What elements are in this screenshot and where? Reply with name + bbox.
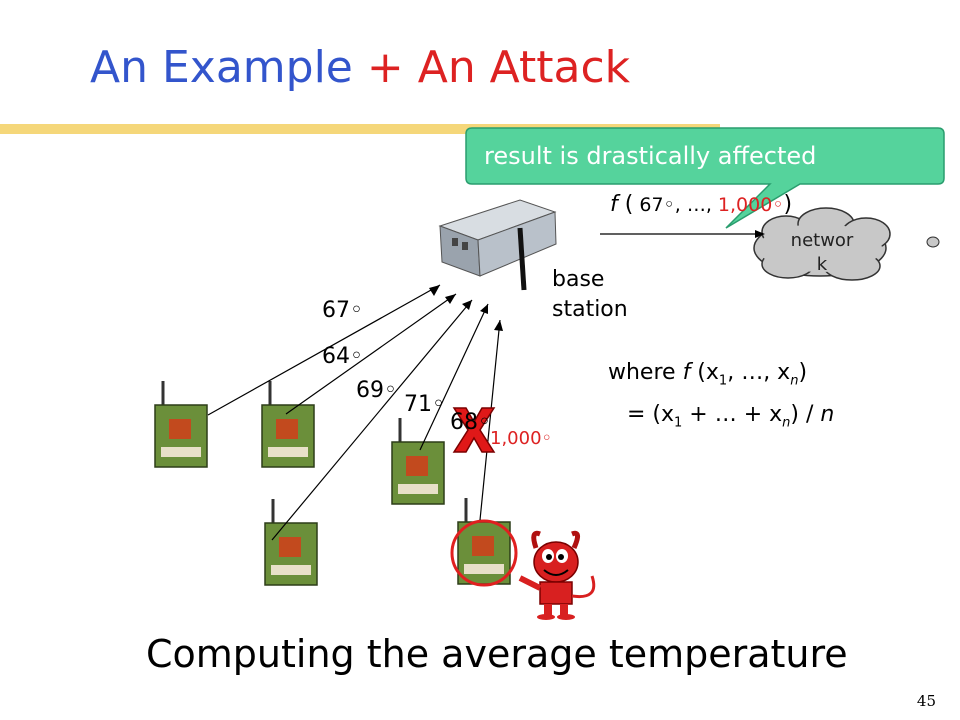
sensor-node-1	[154, 381, 208, 468]
f-values: 67◦, …,	[633, 194, 718, 216]
f-close: )	[783, 192, 793, 217]
where-sub-n: n	[790, 373, 799, 389]
f-open: (	[617, 192, 634, 217]
base-station-label-line1: base	[552, 267, 605, 292]
compromised-highlight-circle	[450, 519, 518, 587]
where-close: )	[798, 360, 808, 385]
slide-title: An Example + An Attack	[90, 42, 630, 93]
base-station-label-line2: station	[552, 297, 628, 322]
line2-sub-n: n	[782, 415, 791, 431]
reading-label-blocked: 68◦	[450, 410, 491, 435]
where-args-open: (x	[690, 360, 719, 385]
reading-label: 71◦	[404, 392, 445, 417]
where-sub-1: 1	[718, 373, 728, 389]
devil-attacker-icon	[518, 530, 596, 620]
title-underline-bar	[0, 124, 720, 134]
base-station-icon	[438, 199, 557, 291]
sensor-node-4	[391, 418, 445, 505]
line2-mid: + … + x	[682, 402, 783, 427]
network-label: network	[790, 230, 854, 275]
where-f: f	[682, 360, 691, 385]
reading-label: 69◦	[356, 378, 397, 403]
callout-bubble	[465, 127, 945, 229]
formula-line-2: = (x1 + … + xn) / n	[627, 402, 834, 430]
line2-sub-1: 1	[674, 415, 683, 431]
where-prefix: where	[608, 360, 683, 385]
page-number: 45	[916, 692, 936, 710]
function-expression: f ( 67◦, …, 1,000◦)	[610, 192, 792, 217]
line2-close: ) /	[790, 402, 821, 427]
sensor-node-2	[261, 381, 315, 468]
sensor-node-3	[264, 499, 318, 586]
f-symbol: f	[610, 192, 618, 217]
slide-caption: Computing the average temperature	[146, 632, 848, 676]
formula-line-1: where f (x1, …, xn)	[608, 360, 807, 388]
blocked-x-icon	[452, 407, 496, 453]
arrowheads	[429, 285, 503, 331]
title-attack: + An Attack	[366, 42, 631, 93]
reading-label: 67◦	[322, 298, 363, 323]
attacker-reading-label: 1,000◦	[490, 428, 553, 449]
callout-text: result is drastically affected	[484, 142, 817, 170]
line2-open: = (x	[627, 402, 675, 427]
reading-label: 64◦	[322, 344, 363, 369]
sensor-node-compromised	[457, 498, 511, 585]
line2-n: n	[820, 402, 835, 427]
sensor-arrows	[207, 284, 501, 541]
base-station-label: base station	[552, 265, 662, 325]
title-main: An Example	[90, 42, 367, 93]
f-attack-value: 1,000◦	[717, 194, 784, 216]
network-cloud	[753, 207, 940, 281]
where-mid: , …, x	[727, 360, 791, 385]
